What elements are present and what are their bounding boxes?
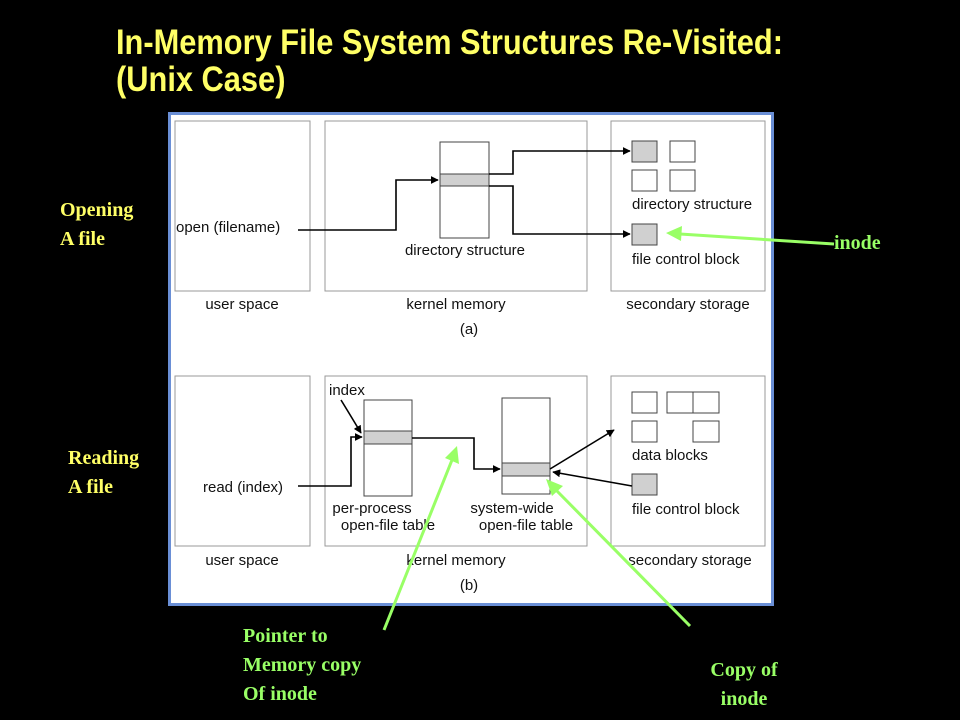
title-line-1: In-Memory File System Structures Re-Visi… <box>116 23 783 62</box>
data-block-2 <box>666 391 694 414</box>
data-block-1 <box>631 391 658 414</box>
data-blocks-label: data blocks <box>632 447 708 464</box>
a-dir-block-1 <box>631 140 658 163</box>
index-arrow <box>340 399 362 434</box>
a-caption: (a) <box>460 321 478 338</box>
b-kernel-memory-label: kernel memory <box>406 552 506 569</box>
b-fcb-arrow <box>552 469 633 487</box>
b-data-blocks-arrow <box>549 429 615 470</box>
a-storage-fcb-label: file control block <box>632 251 740 268</box>
per-process-open-file-table <box>363 399 413 497</box>
index-label: index <box>329 382 365 399</box>
copy-annotation: Copy of inode <box>684 656 804 714</box>
b-fcb-block <box>631 473 658 496</box>
b-caption: (b) <box>460 577 478 594</box>
b-user-space-box <box>174 375 311 547</box>
a-dir-block-2 <box>669 140 696 163</box>
opening-label-line-1: Opening <box>60 199 134 221</box>
b-table-link-arrow <box>412 437 501 473</box>
per-process-label-line-2: open-file table <box>341 517 435 534</box>
inode-copy-pointer-head <box>546 479 563 496</box>
inode-copy-pointer-line <box>554 488 692 628</box>
reading-file-label: Reading A file <box>68 444 139 502</box>
title-line-2: (Unix Case) <box>116 60 286 99</box>
a-secondary-storage-label: secondary storage <box>626 296 749 313</box>
data-block-3 <box>692 391 720 414</box>
a-directory-structure-table <box>439 141 490 239</box>
opening-label-line-2: A file <box>60 228 105 250</box>
a-open-call: open (filename) <box>176 219 280 236</box>
inode-pointer-head <box>666 226 682 241</box>
a-kernel-dir-label: directory structure <box>405 242 525 259</box>
a-fcb-block <box>631 223 658 246</box>
a-dir-block-3 <box>631 169 658 192</box>
system-wide-label-line-1: system-wide <box>470 500 553 517</box>
b-read-call: read (index) <box>203 479 283 496</box>
b-read-arrow <box>298 433 363 487</box>
system-wide-label-line-2: open-file table <box>479 517 573 534</box>
pointer-annotation: Pointer to Memory copy Of inode <box>243 622 361 709</box>
opening-file-label: Opening A file <box>60 196 133 254</box>
a-dir-block-4 <box>669 169 696 192</box>
b-fcb-label: file control block <box>632 501 740 518</box>
a-kernel-memory-label: kernel memory <box>406 296 506 313</box>
inode-annotation: inode <box>834 232 881 254</box>
copy-annotation-line-1: Copy of <box>710 659 778 681</box>
memory-copy-pointer-head <box>445 446 459 464</box>
a-open-arrow <box>298 176 439 231</box>
data-block-4 <box>631 420 658 443</box>
data-block-5 <box>692 420 720 443</box>
memory-copy-pointer-line <box>382 459 454 631</box>
system-wide-entry <box>501 462 551 477</box>
figure-a: open (filename) directory structure dire… <box>174 120 766 338</box>
reading-label-line-2: A file <box>68 476 113 498</box>
a-user-space-label: user space <box>205 296 278 313</box>
pointer-annotation-line-2: Memory copy <box>243 654 362 676</box>
reading-label-line-1: Reading <box>68 447 140 469</box>
figure-b: index read (index) per-process open-file… <box>174 375 766 594</box>
per-process-label-line-1: per-process <box>332 500 411 517</box>
b-secondary-storage-label: secondary storage <box>628 552 751 569</box>
b-user-space-label: user space <box>205 552 278 569</box>
per-process-entry <box>363 430 413 445</box>
a-directory-entry <box>439 173 490 187</box>
pointer-annotation-line-1: Pointer to <box>243 625 328 647</box>
system-wide-open-file-table <box>501 397 551 495</box>
annotation-pointers <box>382 226 835 631</box>
a-user-space-box <box>174 120 311 292</box>
a-fcb-arrow <box>489 185 631 238</box>
copy-annotation-line-2: inode <box>720 688 768 710</box>
slide-title: In-Memory File System Structures Re-Visi… <box>116 24 783 98</box>
pointer-annotation-line-3: Of inode <box>243 683 317 705</box>
inode-pointer-line <box>679 232 835 246</box>
a-storage-dir-label: directory structure <box>632 196 752 213</box>
a-dir-arrow <box>489 147 631 175</box>
